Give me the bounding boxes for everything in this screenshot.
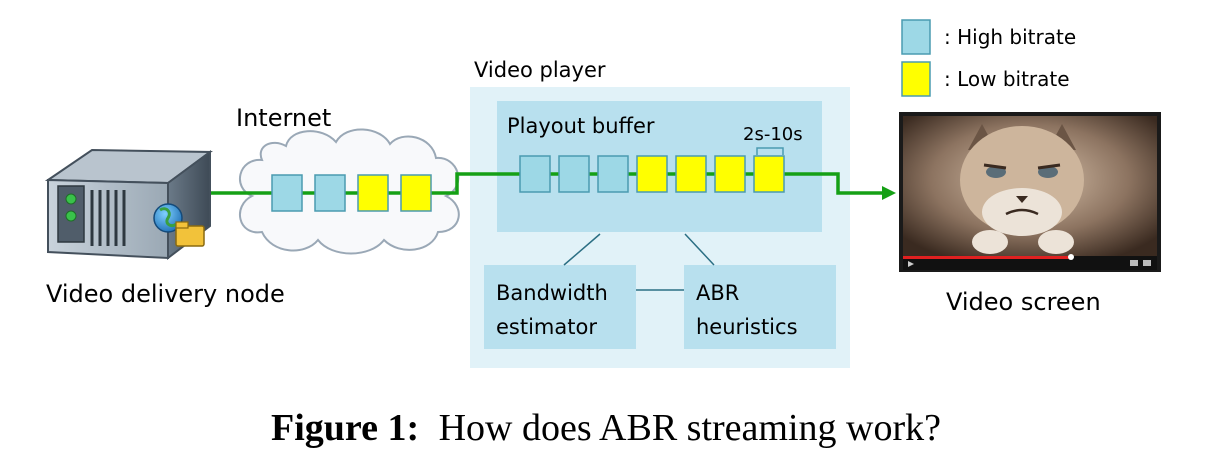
bandwidth-estimator-box <box>484 265 636 349</box>
figure-caption: Figure 1: How does ABR streaming work? <box>271 407 941 449</box>
legend-low-label: : Low bitrate <box>944 67 1070 91</box>
video-screen-label: Video screen <box>946 288 1101 316</box>
internet-high-bitrate-chunk <box>271 174 303 212</box>
buffer-to-estimator-line <box>563 233 601 266</box>
internet-high-bitrate-chunk <box>314 174 346 212</box>
internet-label: Internet <box>236 104 331 132</box>
delivery-node-label: Video delivery node <box>46 280 285 308</box>
caption-text: How does ABR streaming work? <box>439 407 941 449</box>
buffer-high-bitrate-chunk <box>558 155 590 193</box>
buffer-low-bitrate-chunk <box>714 155 746 193</box>
playout-buffer-label: Playout buffer <box>507 114 655 138</box>
buffer-low-bitrate-chunk <box>675 155 707 193</box>
stream-arrow-head <box>882 186 896 200</box>
buffer-to-heuristics-line <box>684 233 715 266</box>
legend-high-label: : High bitrate <box>944 25 1076 49</box>
internet-low-bitrate-chunk <box>400 174 432 212</box>
video-player-label: Video player <box>474 58 606 82</box>
abr-heuristics-label-line2: heuristics <box>696 315 798 339</box>
buffer-low-bitrate-chunk <box>636 155 668 193</box>
caption-prefix: Figure 1: <box>271 407 419 449</box>
abr-heuristics-label-line1: ABR <box>696 281 739 305</box>
buffer-range-bracket <box>756 147 784 155</box>
abr-heuristics-box <box>684 265 836 349</box>
buffer-range-label: 2s-10s <box>743 124 803 145</box>
buffer-low-bitrate-chunk <box>753 155 785 193</box>
legend-high-swatch <box>901 19 931 55</box>
buffer-high-bitrate-chunk <box>597 155 629 193</box>
legend-low-swatch <box>901 61 931 97</box>
buffer-high-bitrate-chunk <box>519 155 551 193</box>
internet-chunk-group <box>271 174 432 212</box>
bandwidth-estimator-label-line2: estimator <box>496 315 597 339</box>
server-icon <box>44 148 213 261</box>
video-screen-image <box>899 112 1161 272</box>
buffer-chunk-group <box>519 155 785 193</box>
bandwidth-estimator-label-line1: Bandwidth <box>496 281 608 305</box>
internet-low-bitrate-chunk <box>357 174 389 212</box>
